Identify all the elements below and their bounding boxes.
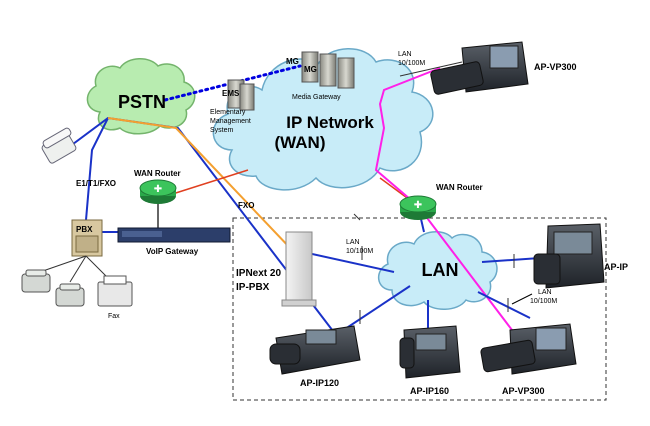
lan-speed-label: 10/100M bbox=[346, 248, 373, 255]
fax-label: Fax bbox=[108, 313, 120, 320]
ap-ip-label: AP-IP bbox=[604, 262, 628, 272]
ap-vp300-bottom-label: AP-VP300 bbox=[502, 386, 545, 396]
wan-label: (WAN) bbox=[275, 133, 326, 152]
wan-router-left-label: WAN Router bbox=[134, 169, 181, 178]
pbx-label: PBX bbox=[76, 225, 93, 234]
fax-icon bbox=[97, 275, 133, 307]
ip-pbx-label: IP-PBX bbox=[236, 282, 270, 293]
lan-speed-label: 10/100M bbox=[398, 60, 425, 67]
ems-desc-line: System bbox=[210, 127, 234, 134]
analog-phone-pstn-icon bbox=[41, 127, 77, 164]
ap-vp300-top-phone-icon bbox=[430, 41, 529, 95]
ap-ip-phone-icon bbox=[533, 223, 605, 289]
wan-router-right-label: WAN Router bbox=[436, 183, 483, 192]
ems-server-icon bbox=[227, 79, 255, 111]
lan-boundary bbox=[232, 217, 607, 401]
ems-desc-line: Management bbox=[210, 118, 251, 125]
svg-text:✚: ✚ bbox=[154, 184, 162, 195]
media-gateway-icon bbox=[301, 51, 355, 89]
voip-gateway-icon bbox=[117, 227, 231, 243]
pbx-icon bbox=[39, 219, 113, 283]
e1-t1-fxo-label: E1/T1/FXO bbox=[76, 179, 116, 188]
lan-speed-label: LAN bbox=[398, 51, 412, 58]
ap-ip120-label: AP-IP120 bbox=[300, 378, 339, 388]
ap-vp300-bottom-phone-icon bbox=[480, 323, 577, 375]
lan-speed-label: LAN bbox=[346, 239, 360, 246]
wan-router-right-icon: ✚ bbox=[399, 195, 437, 220]
ipnext-label: IPNext 20 bbox=[236, 268, 281, 279]
ap-ip160-label: AP-IP160 bbox=[410, 386, 449, 396]
voip-gateway-label: VoIP Gateway bbox=[146, 247, 199, 256]
analog-phone-icon bbox=[55, 283, 85, 307]
ems-label: EMS bbox=[222, 89, 240, 98]
svg-text:✚: ✚ bbox=[414, 200, 422, 211]
mg-label: MG bbox=[304, 65, 317, 74]
ipnext-ip-pbx-icon bbox=[281, 231, 317, 307]
ap-ip160-phone-icon bbox=[399, 325, 461, 379]
pstn-label: PSTN bbox=[118, 92, 166, 112]
ap-ip120-phone-icon bbox=[269, 325, 361, 375]
lan-cloud bbox=[378, 231, 498, 310]
lan-label: LAN bbox=[422, 260, 459, 280]
ip-network-label: IP Network bbox=[286, 113, 374, 132]
fxo-label: FXO bbox=[238, 201, 254, 210]
lan-speed-label: 10/100M bbox=[530, 298, 557, 305]
wan-router-left-icon: ✚ bbox=[139, 179, 177, 204]
mg-label: MG bbox=[286, 57, 299, 66]
analog-phone-icon bbox=[21, 269, 51, 293]
lan-speed-label: LAN bbox=[538, 289, 552, 296]
media-gateway-label: Media Gateway bbox=[292, 94, 341, 101]
ems-desc-line: Elementary bbox=[210, 109, 246, 116]
ap-vp300-top-label: AP-VP300 bbox=[534, 62, 577, 72]
pstn-cloud bbox=[86, 58, 196, 135]
